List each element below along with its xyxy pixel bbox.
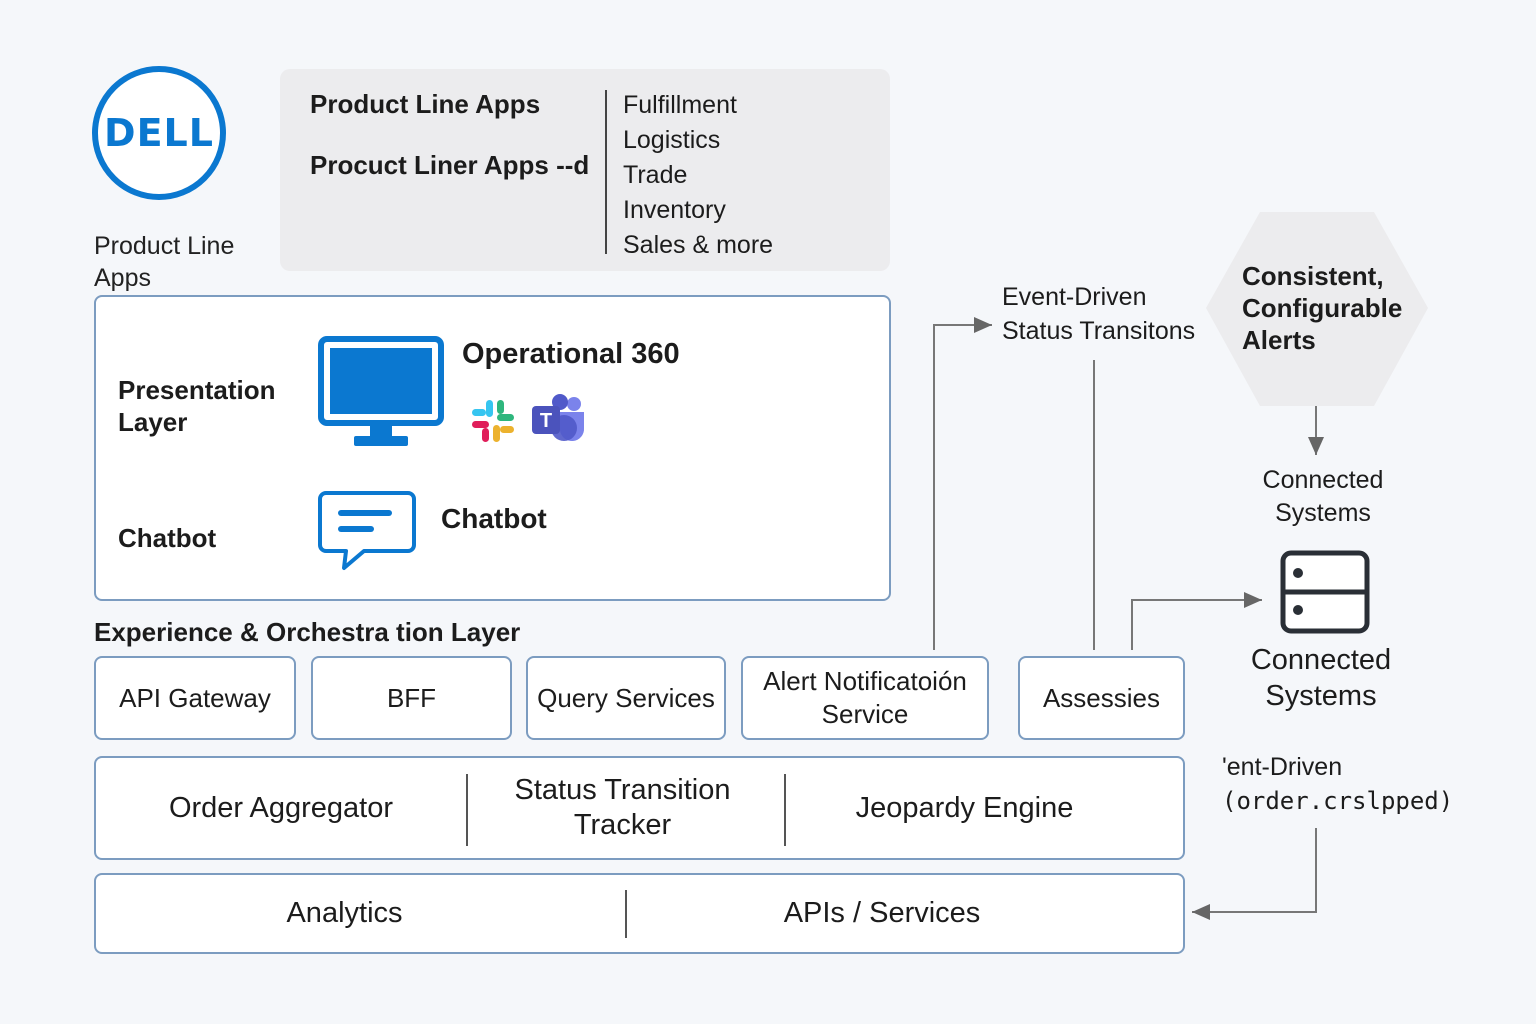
chatbot-layer-label: Chatbot (118, 523, 217, 553)
order-aggregator-label: Order Aggregator (168, 791, 394, 824)
event-driven-line1: Event-Driven (1002, 283, 1147, 311)
arrow-assessies-to-connected (1131, 592, 1262, 650)
alerts-hexagon-label: Consistent, Configurable Alerts (1242, 260, 1402, 356)
orchestration-layer-title: Experience & Orchestra tion Layer (94, 617, 521, 647)
connected-small-line2: Systems (1275, 499, 1371, 527)
core-services-row (94, 756, 1185, 860)
core-row-divider-1 (466, 774, 468, 846)
query-services-label: Query Services (537, 682, 715, 713)
panel-heading-2: Procuct Liner Apps --d (310, 150, 590, 180)
presentation-layer-label-line2: Layer (118, 407, 188, 437)
connected-big-line1: Connected (1250, 644, 1392, 676)
api-gateway-box: API Gateway (94, 656, 296, 740)
bff-label: BFF (386, 682, 437, 713)
monitor-icon (318, 336, 444, 446)
hexagon-line2: Configurable (1242, 293, 1403, 323)
query-services-box: Query Services (526, 656, 726, 740)
domain-item: Fulfillment (623, 91, 737, 119)
event-order-line2: (order.crslpped) (1222, 787, 1454, 815)
jeopardy-engine: Jeopardy Engine (786, 758, 1143, 858)
alert-notification-service-label: Alert Notificatoión Service (763, 666, 967, 729)
slack-icon (472, 400, 514, 442)
status-transition-tracker: Status Transition Tracker (500, 758, 745, 858)
product-line-label-line1: Product Line (94, 232, 235, 260)
api-gateway-label: API Gateway (119, 682, 271, 713)
dell-logo: DELL (92, 66, 226, 200)
event-driven-order-label: 'ent-Driven (order.crslpped) (1222, 750, 1453, 818)
teams-icon: T (532, 394, 585, 442)
domain-list: Fulfillment Logistics Trade Inventory Sa… (623, 88, 773, 263)
alert-notification-service-box: Alert Notificatoión Service (741, 656, 989, 740)
product-line-panel (280, 69, 890, 271)
data-row (94, 873, 1185, 954)
apis-services: APIs / Services (627, 875, 1137, 952)
product-line-label: Product Line Apps (94, 230, 234, 294)
assessies-label: Assessies (1042, 682, 1161, 713)
status-transition-tracker-label: Status Transition Tracker (514, 774, 731, 841)
hexagon-line3: Alerts (1242, 325, 1316, 355)
event-driven-line2: Status Transitons (1002, 317, 1196, 345)
product-line-label-line2: Apps (94, 264, 151, 292)
dell-logo-text: DELL (104, 111, 214, 155)
chat-bubble-icon (318, 491, 416, 570)
event-order-line1: 'ent-Driven (1222, 753, 1343, 781)
arrow-event-to-apis (1192, 828, 1317, 920)
domain-item: Sales & more (623, 231, 774, 259)
presentation-layer-box (94, 295, 891, 601)
core-row-divider-2 (784, 774, 786, 846)
svg-text:T: T (540, 410, 552, 432)
panel-heading-1: Product Line Apps (310, 89, 541, 119)
analytics: Analytics (96, 875, 593, 952)
panel-divider (605, 90, 607, 254)
presentation-layer-label: Presentation Layer (118, 374, 276, 438)
presentation-layer-label-line1: Presentation (118, 375, 276, 405)
jeopardy-engine-label: Jeopardy Engine (855, 791, 1074, 824)
chatbot-title: Chatbot (441, 503, 547, 534)
alerts-hexagon (1206, 212, 1428, 406)
connected-small-line1: Connected (1262, 466, 1384, 494)
domain-item: Inventory (623, 196, 726, 224)
bff-box: BFF (311, 656, 512, 740)
arrow-alert-to-event-driven (933, 317, 992, 650)
apis-services-label: APIs / Services (783, 897, 981, 929)
domain-item: Logistics (623, 126, 721, 154)
assessies-box: Assessies (1018, 656, 1185, 740)
server-icon (1280, 550, 1370, 634)
analytics-label: Analytics (286, 897, 403, 929)
order-aggregator: Order Aggregator (96, 758, 466, 858)
event-driven-status-label: Event-Driven Status Transitons (1002, 280, 1195, 348)
operational-360-title: Operational 360 (462, 338, 680, 370)
connected-big-line2: Systems (1265, 680, 1377, 712)
domain-item: Trade (623, 161, 688, 189)
connected-systems-small-label: Connected Systems (1236, 464, 1410, 530)
connected-systems-big-label: Connected Systems (1216, 642, 1426, 714)
data-row-divider (625, 890, 627, 938)
hexagon-line1: Consistent, (1242, 261, 1384, 291)
